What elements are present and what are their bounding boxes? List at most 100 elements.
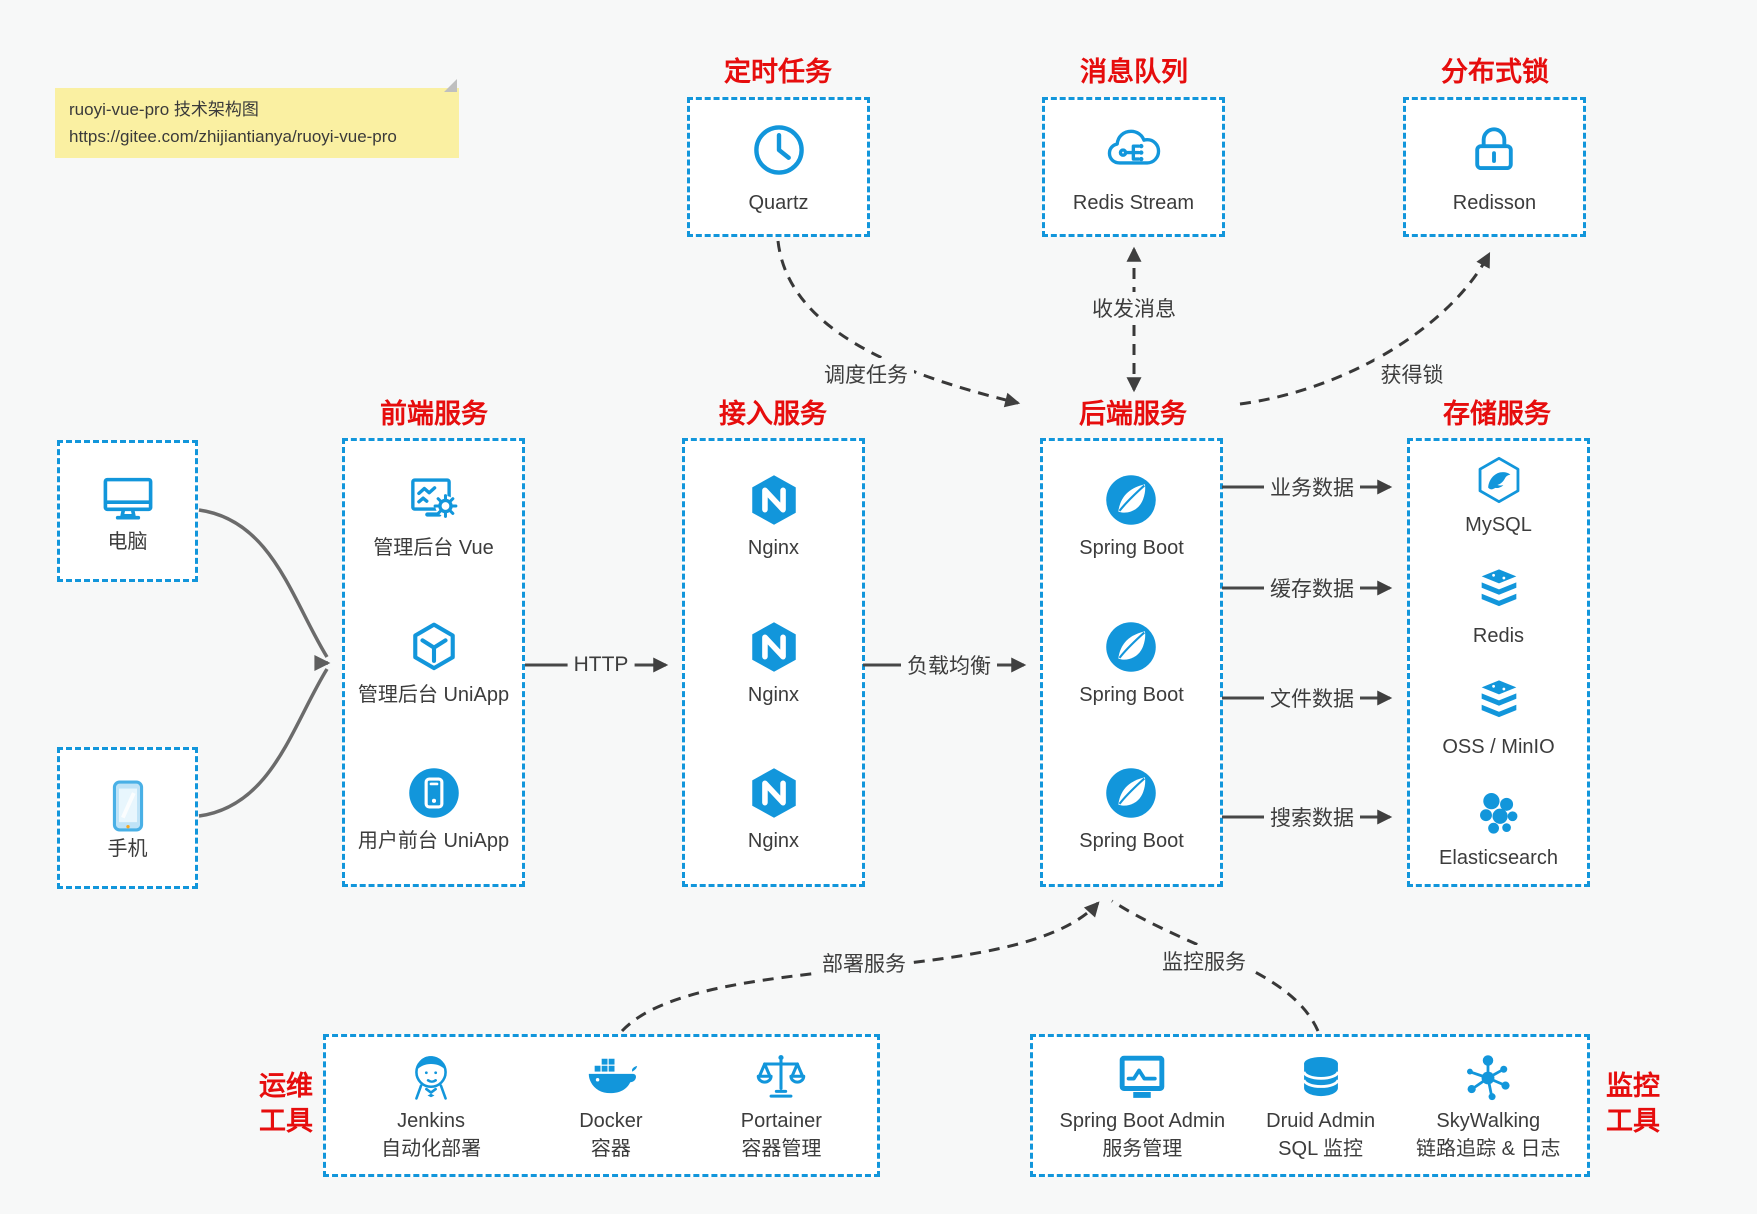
tool-desc: 自动化部署 xyxy=(381,1137,482,1160)
node-label: Spring Boot xyxy=(1079,683,1184,706)
nginx-node: Nginx xyxy=(745,764,803,854)
redis-stack-icon xyxy=(1473,565,1525,617)
phone-to-frontend-curve xyxy=(198,668,329,818)
tool-desc: 容器 xyxy=(590,1137,631,1160)
node-label: Redis xyxy=(1472,625,1525,647)
oss-minio-node: OSS / MinIO xyxy=(1442,676,1555,760)
monitor-tools-box: Spring Boot Admin 服务管理 Druid Admin SQL 监… xyxy=(1030,1034,1590,1177)
deploy-label: 部署服务 xyxy=(816,947,912,979)
spring-icon xyxy=(1102,471,1160,529)
node-label: Quartz xyxy=(748,191,809,214)
node-label: Spring Boot xyxy=(1079,830,1184,852)
jenkins-node: Jenkins 自动化部署 xyxy=(381,1050,481,1162)
backend-services-box: Spring Boot Spring Boot Spring Boot xyxy=(1040,438,1223,887)
portainer-node: Portainer 容器管理 xyxy=(741,1050,822,1162)
tool-name: SkyWalking xyxy=(1436,1109,1541,1132)
acquire-lock-curve xyxy=(1239,252,1491,406)
title-message-queue: 消息队列 xyxy=(1080,57,1188,87)
mobile-app-icon xyxy=(405,764,463,822)
admin-uniapp-node: 管理后台 UniApp xyxy=(358,618,509,708)
skywalking-node: SkyWalking 链路追踪 & 日志 xyxy=(1416,1050,1561,1162)
tool-name: Jenkins xyxy=(397,1109,465,1132)
node-label: Spring Boot xyxy=(1079,537,1184,559)
node-label: Nginx xyxy=(747,537,800,559)
spring-icon xyxy=(1102,618,1160,676)
mysql-icon xyxy=(1473,454,1525,506)
title-scheduled-task: 定时任务 xyxy=(724,57,832,87)
node-label: OSS / MinIO xyxy=(1442,736,1555,758)
nginx-node: Nginx xyxy=(745,471,803,561)
note-url: https://gitee.com/zhijiantianya/ruoyi-vu… xyxy=(69,127,397,147)
redisson-node: Redisson xyxy=(1403,97,1586,237)
phone-icon xyxy=(97,775,159,837)
tool-desc: SQL 监控 xyxy=(1278,1137,1364,1160)
mysql-node: MySQL xyxy=(1465,454,1532,538)
desktop-icon xyxy=(97,468,159,530)
message-label: 收发消息 xyxy=(1086,292,1182,324)
redis-stream-node: Redis Stream xyxy=(1042,97,1225,237)
database-icon xyxy=(1293,1050,1349,1106)
node-label: Elasticsearch xyxy=(1439,847,1558,869)
clock-icon xyxy=(748,119,810,181)
title-distributed-lock: 分布式锁 xyxy=(1441,57,1549,87)
title-storage-services: 存储服务 xyxy=(1443,399,1551,429)
portainer-icon xyxy=(753,1050,809,1106)
topology-icon xyxy=(1460,1050,1516,1106)
spring-icon xyxy=(1102,764,1160,822)
cache-data-label: 缓存数据 xyxy=(1264,572,1360,604)
pc-client-node: 电脑 xyxy=(57,440,198,582)
elasticsearch-node: Elasticsearch xyxy=(1439,787,1558,871)
node-label: Nginx xyxy=(747,683,800,706)
nginx-icon xyxy=(745,764,803,822)
schedule-label: 调度任务 xyxy=(818,358,914,390)
node-label: 用户前台 UniApp xyxy=(357,830,510,852)
http-label: HTTP xyxy=(567,652,635,678)
admin-screen-icon xyxy=(405,471,463,529)
note-title: ruoyi-vue-pro 技术架构图 xyxy=(69,100,259,119)
redis-node: Redis xyxy=(1473,565,1525,649)
frontend-services-box: 管理后台 Vue 管理后台 UniApp 用户前台 UniApp xyxy=(342,438,525,887)
spring-boot-node: Spring Boot xyxy=(1079,764,1184,854)
node-label: 管理后台 Vue xyxy=(373,537,494,559)
sticky-note: ruoyi-vue-pro 技术架构图 https://gitee.com/zh… xyxy=(55,78,459,159)
storage-services-box: MySQL Redis OSS / MinIO Elasticsearch xyxy=(1407,438,1590,887)
node-label: 管理后台 UniApp xyxy=(357,683,510,706)
elasticsearch-icon xyxy=(1473,787,1525,839)
node-label: Redis Stream xyxy=(1072,191,1195,214)
spring-boot-admin-node: Spring Boot Admin 服务管理 xyxy=(1059,1050,1225,1162)
admin-vue-node: 管理后台 Vue xyxy=(373,471,494,561)
tool-name: Docker xyxy=(579,1109,643,1132)
lock-icon xyxy=(1463,119,1525,181)
load-balance-label: 负载均衡 xyxy=(901,649,997,681)
mobile-client-node: 手机 xyxy=(57,747,198,889)
tool-name: Spring Boot Admin xyxy=(1059,1109,1226,1132)
monitor-chart-icon xyxy=(1114,1050,1170,1106)
tool-name: Druid Admin xyxy=(1266,1109,1376,1132)
tool-name: Portainer xyxy=(740,1109,822,1132)
spring-boot-node: Spring Boot xyxy=(1079,471,1184,561)
tool-desc: 服务管理 xyxy=(1102,1137,1183,1160)
monitor-label: 监控服务 xyxy=(1156,945,1252,977)
docker-icon xyxy=(583,1050,639,1106)
search-data-label: 搜索数据 xyxy=(1264,801,1360,833)
nginx-icon xyxy=(745,471,803,529)
nginx-icon xyxy=(745,618,803,676)
cloud-network-icon xyxy=(1103,119,1165,181)
ops-tools-box: Jenkins 自动化部署 Docker 容器 Portainer 容器管理 xyxy=(323,1034,880,1177)
quartz-node: Quartz xyxy=(687,97,870,237)
lock-label: 获得锁 xyxy=(1374,358,1450,390)
monitor-tools-label: 监控工具 xyxy=(1606,1070,1660,1136)
node-label: 电脑 xyxy=(107,530,148,553)
ops-tools-label: 运维工具 xyxy=(259,1070,313,1136)
file-data-label: 文件数据 xyxy=(1264,682,1360,714)
user-uniapp-node: 用户前台 UniApp xyxy=(358,764,509,854)
node-label: MySQL xyxy=(1465,514,1532,536)
title-frontend-services: 前端服务 xyxy=(380,399,488,429)
nginx-node: Nginx xyxy=(745,618,803,708)
jenkins-icon xyxy=(403,1050,459,1106)
business-data-label: 业务数据 xyxy=(1264,471,1360,503)
node-label: 手机 xyxy=(107,837,148,860)
node-label: Redisson xyxy=(1452,191,1537,214)
cube-icon xyxy=(405,618,463,676)
